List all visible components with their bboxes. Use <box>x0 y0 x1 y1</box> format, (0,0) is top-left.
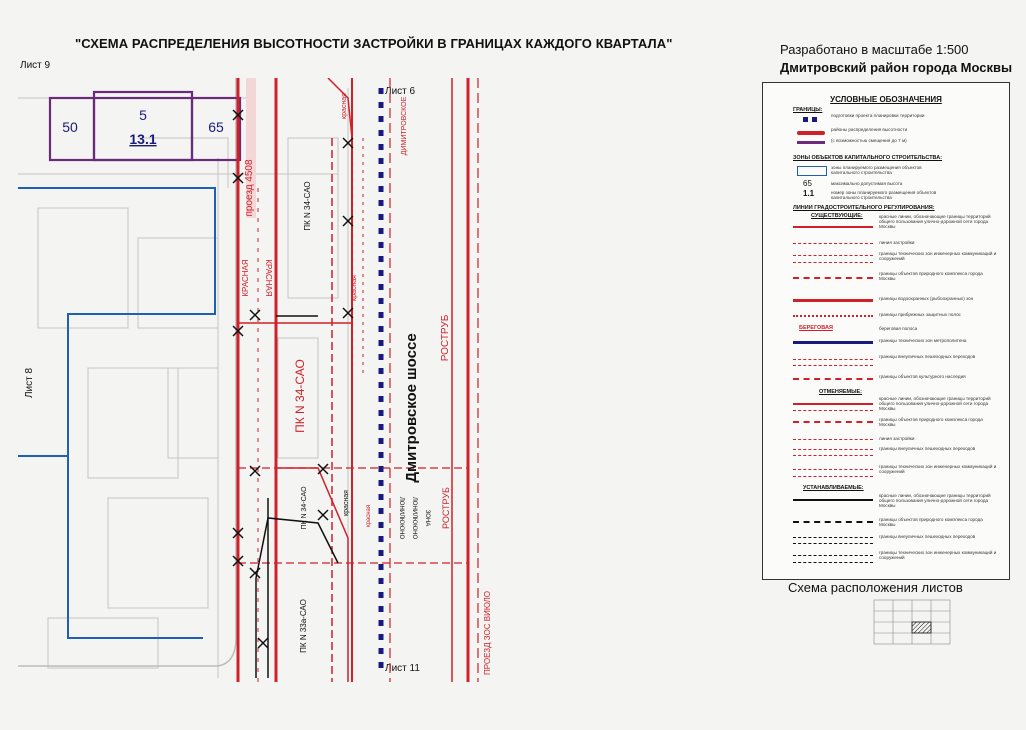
legend-symbol-red <box>793 226 873 228</box>
legend-symbol-nature3 <box>793 521 873 523</box>
legend-symbol-red3 <box>793 499 873 501</box>
red-line-label-d: красная <box>351 275 358 301</box>
pk-label-2: ПК N 34-САО <box>293 359 307 433</box>
pk-label-1: ПК N 34-САО <box>303 181 312 230</box>
legend-symbol-tech3 <box>793 555 873 563</box>
red-lines <box>236 78 479 682</box>
legend-text-height-shift: (с возможностью смещения до 7 м) <box>831 138 907 143</box>
legend-text-metro: границы технических зон метрополитена <box>879 338 967 343</box>
legend-symbol-water <box>793 299 873 302</box>
sheet-schema-grid[interactable] <box>870 596 954 648</box>
legend-text-zone: зоны планируемого размещения объектов ка… <box>831 165 922 176</box>
blue-boundary-south <box>18 455 203 639</box>
legend-symbol-height <box>797 131 825 135</box>
red-line-label-b: КРАСНАЯ <box>264 259 273 297</box>
legend-symbol-nature2 <box>793 421 873 423</box>
legend-text-nature: границы объектов природного комплекса го… <box>879 271 983 282</box>
legend-value-number: 1.1 <box>803 189 815 198</box>
block-zone-number: 13.1 <box>129 131 156 147</box>
legend-symbol-walk3 <box>793 537 873 544</box>
rostrub-label-2: РОСТРУБ <box>441 487 451 529</box>
rostrub-label-1: РОСТРУБ <box>440 314 451 361</box>
map-canvas[interactable]: 50 5 13.1 65 <box>18 78 756 682</box>
legend-symbol-coastline: БЕРЕГОВАЯ <box>799 325 833 331</box>
legend-text-tech: границы технических зон инженерных комму… <box>879 251 997 262</box>
legend-text-height: районы распределения высотности <box>831 127 908 132</box>
block-height-middle: 5 <box>139 107 147 123</box>
red-line-label-e: красная <box>343 490 350 516</box>
legend-text-tech2: границы технических зон инженерных комму… <box>879 464 997 475</box>
legend-text-coast: границы прибрежных защитных полос <box>879 312 961 317</box>
legend-symbol-height-shift <box>797 141 825 144</box>
legend-symbol-culture <box>793 378 873 380</box>
passage-label: проезд 4508 <box>244 159 255 217</box>
legend-symbol-walk <box>793 359 873 366</box>
zone-text-3: ЗОНА <box>424 510 430 527</box>
legend-symbol-tech <box>793 255 873 263</box>
boundary-markers[interactable] <box>232 109 354 649</box>
scale-note: Разработано в масштабе 1:500 <box>780 42 969 57</box>
page-title: "СХЕМА РАСПРЕДЕЛЕНИЯ ВЫСОТНОСТИ ЗАСТРОЙК… <box>75 36 673 51</box>
sheet-11-label[interactable]: Лист 11 <box>385 663 420 674</box>
legend-text-red3: красные линии, обозначающие границы терр… <box>879 493 991 509</box>
legend-section-borders: ГРАНИЦЫ: <box>793 107 823 113</box>
legend-symbol-metro <box>793 341 873 344</box>
passage2-label: ПРОЕЗД ЗОС ВИЮЛО <box>483 591 492 675</box>
red-line-label-a: КРАСНАЯ <box>241 259 250 297</box>
blue-boundary-north <box>18 187 216 457</box>
district-name: Дмитровский район города Москвы <box>780 60 1013 75</box>
pk-label-4: ПК N 33а-САО <box>299 599 308 653</box>
legend-symbol-nature <box>793 277 873 279</box>
road-label: ДИМИТРОВСКОЕ <box>401 96 408 155</box>
legend-text-red2: красные линии, обозначающие границы терр… <box>879 396 991 412</box>
legend-text-build: линия застройки <box>879 240 915 245</box>
legend-symbol-tech2 <box>793 469 873 477</box>
legend-symbol-red2 <box>793 403 873 411</box>
legend-text-water: границы водоохранных (рыбоохранных) зон <box>879 296 974 301</box>
red-line-label-f: красная <box>366 505 372 527</box>
current-sheet-cell[interactable] <box>911 621 932 634</box>
legend-symbol-coast <box>793 315 873 317</box>
zone-text-2: ЛОНИЛЮЮНО <box>411 497 417 540</box>
legend-text-culture: границы объектов культурного наследия <box>879 374 966 379</box>
sheet-6-label[interactable]: Лист 6 <box>385 86 416 97</box>
legend-section-set: УСТАНАВЛИВАЕМЫЕ: <box>803 485 864 491</box>
height-block[interactable]: 50 5 13.1 65 <box>48 90 242 162</box>
block-height-left: 50 <box>62 119 78 135</box>
legend-panel: УСЛОВНЫЕ ОБОЗНАЧЕНИЯ ГРАНИЦЫ: подготовки… <box>762 82 1010 580</box>
legend-text-red: красные линии, обозначающие границы терр… <box>879 214 991 230</box>
legend-text-walk2: границы внеуличных пешеходных переходов <box>879 446 976 451</box>
legend-text-tech3: границы технических зон инженерных комму… <box>879 550 997 561</box>
street-name: Дмитровское шоссе <box>403 333 420 482</box>
road-edge <box>18 78 237 667</box>
legend-symbol-build2 <box>793 439 873 440</box>
legend-section-zones: ЗОНЫ ОБЪЕКТОВ КАПИТАЛЬНОГО СТРОИТЕЛЬСТВА… <box>793 155 943 161</box>
legend-symbol-walk2 <box>793 449 873 456</box>
legend-symbol-project <box>803 117 819 122</box>
legend-section-existing: СУЩЕСТВУЮЩИЕ: <box>811 213 863 219</box>
legend-text-walk3: границы внеуличных пешеходных переходов <box>879 534 976 539</box>
legend-text-max: максимально допустимая высота <box>831 181 903 186</box>
legend-symbol-build <box>793 243 873 244</box>
legend-value-max: 65 <box>803 179 812 188</box>
legend-text-walk: границы внеуличных пешеходных переходов <box>879 354 976 359</box>
legend-text-build2: линия застройки <box>879 436 915 441</box>
block-height-right: 65 <box>208 119 224 135</box>
sheet-schema-title: Схема расположения листов <box>788 580 963 595</box>
legend-text-project: подготовки проекта планировки территории <box>831 113 925 118</box>
red-line-label-c: красная <box>341 93 348 119</box>
legend-symbol-zone <box>797 166 827 176</box>
legend-text-nature2: границы объектов природного комплекса го… <box>879 417 983 428</box>
legend-title: УСЛОВНЫЕ ОБОЗНАЧЕНИЯ <box>830 95 942 104</box>
legend-section-cancel: ОТМЕНЯЕМЫЕ: <box>819 389 862 395</box>
legend-text-nature3: границы объектов природного комплекса го… <box>879 517 983 528</box>
legend-text-coastline: береговая полоса <box>879 326 918 331</box>
pk-label-3: ПК N 34-САО <box>301 486 308 530</box>
legend-section-lines: ЛИНИИ ГРАДОСТРОИТЕЛЬНОГО РЕГУЛИРОВАНИЯ: <box>793 205 935 211</box>
zone-text-1: ЛОНИЛЮЮНО <box>398 497 404 540</box>
sheet-9-label[interactable]: Лист 9 <box>20 60 51 71</box>
legend-text-number: номер зоны планируемого размещения объек… <box>831 190 937 201</box>
